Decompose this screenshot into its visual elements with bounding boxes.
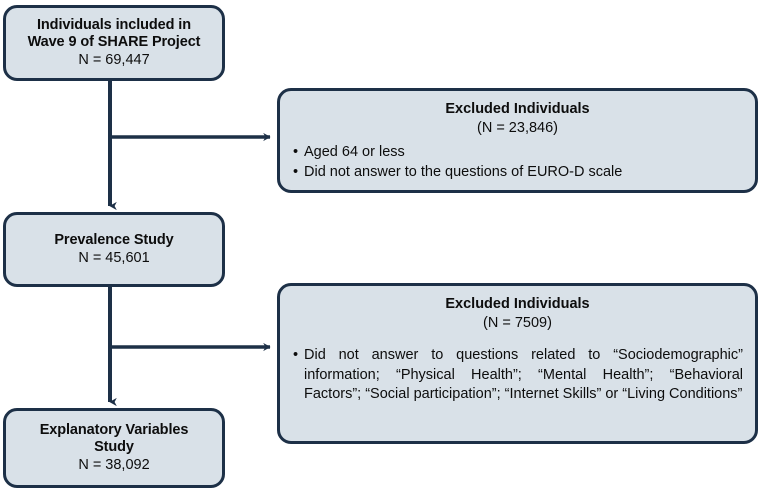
excluded-heading: Excluded Individuals <box>445 101 590 117</box>
node-excluded-individuals-2[interactable]: Excluded Individuals (N = 7509) Did not … <box>277 283 758 444</box>
node-count: N = 38,092 <box>78 456 150 473</box>
excluded-count: (N = 7509) <box>483 315 552 331</box>
excluded-reason-list: Did not answer to questions related to “… <box>292 346 743 405</box>
excluded-count: (N = 23,846) <box>476 120 558 136</box>
spacer <box>292 333 743 346</box>
node-title-line-2: Study <box>94 438 134 455</box>
excluded-reason-list: Aged 64 or less Did not answer to the qu… <box>292 143 743 182</box>
excluded-heading: Excluded Individuals <box>445 296 590 312</box>
list-item: Aged 64 or less <box>292 143 743 163</box>
node-title-line-1: Explanatory Variables <box>39 421 189 438</box>
node-source-population[interactable]: Individuals included in Wave 9 of SHARE … <box>3 5 225 81</box>
node-explanatory-variables-study[interactable]: Explanatory Variables Study N = 38,092 <box>3 408 225 488</box>
node-count: N = 69,447 <box>78 51 150 68</box>
node-excluded-individuals-1[interactable]: Excluded Individuals (N = 23,846) Aged 6… <box>277 88 758 193</box>
node-count: N = 45,601 <box>78 249 150 266</box>
list-item: Did not answer to the questions of EURO-… <box>292 163 743 183</box>
list-item: Did not answer to questions related to “… <box>292 346 743 405</box>
node-title-line-1: Individuals included in <box>37 16 191 33</box>
node-title-line-2: Wave 9 of SHARE Project <box>27 33 201 50</box>
node-title-line-1: Prevalence Study <box>54 231 174 248</box>
node-prevalence-study[interactable]: Prevalence Study N = 45,601 <box>3 212 225 287</box>
